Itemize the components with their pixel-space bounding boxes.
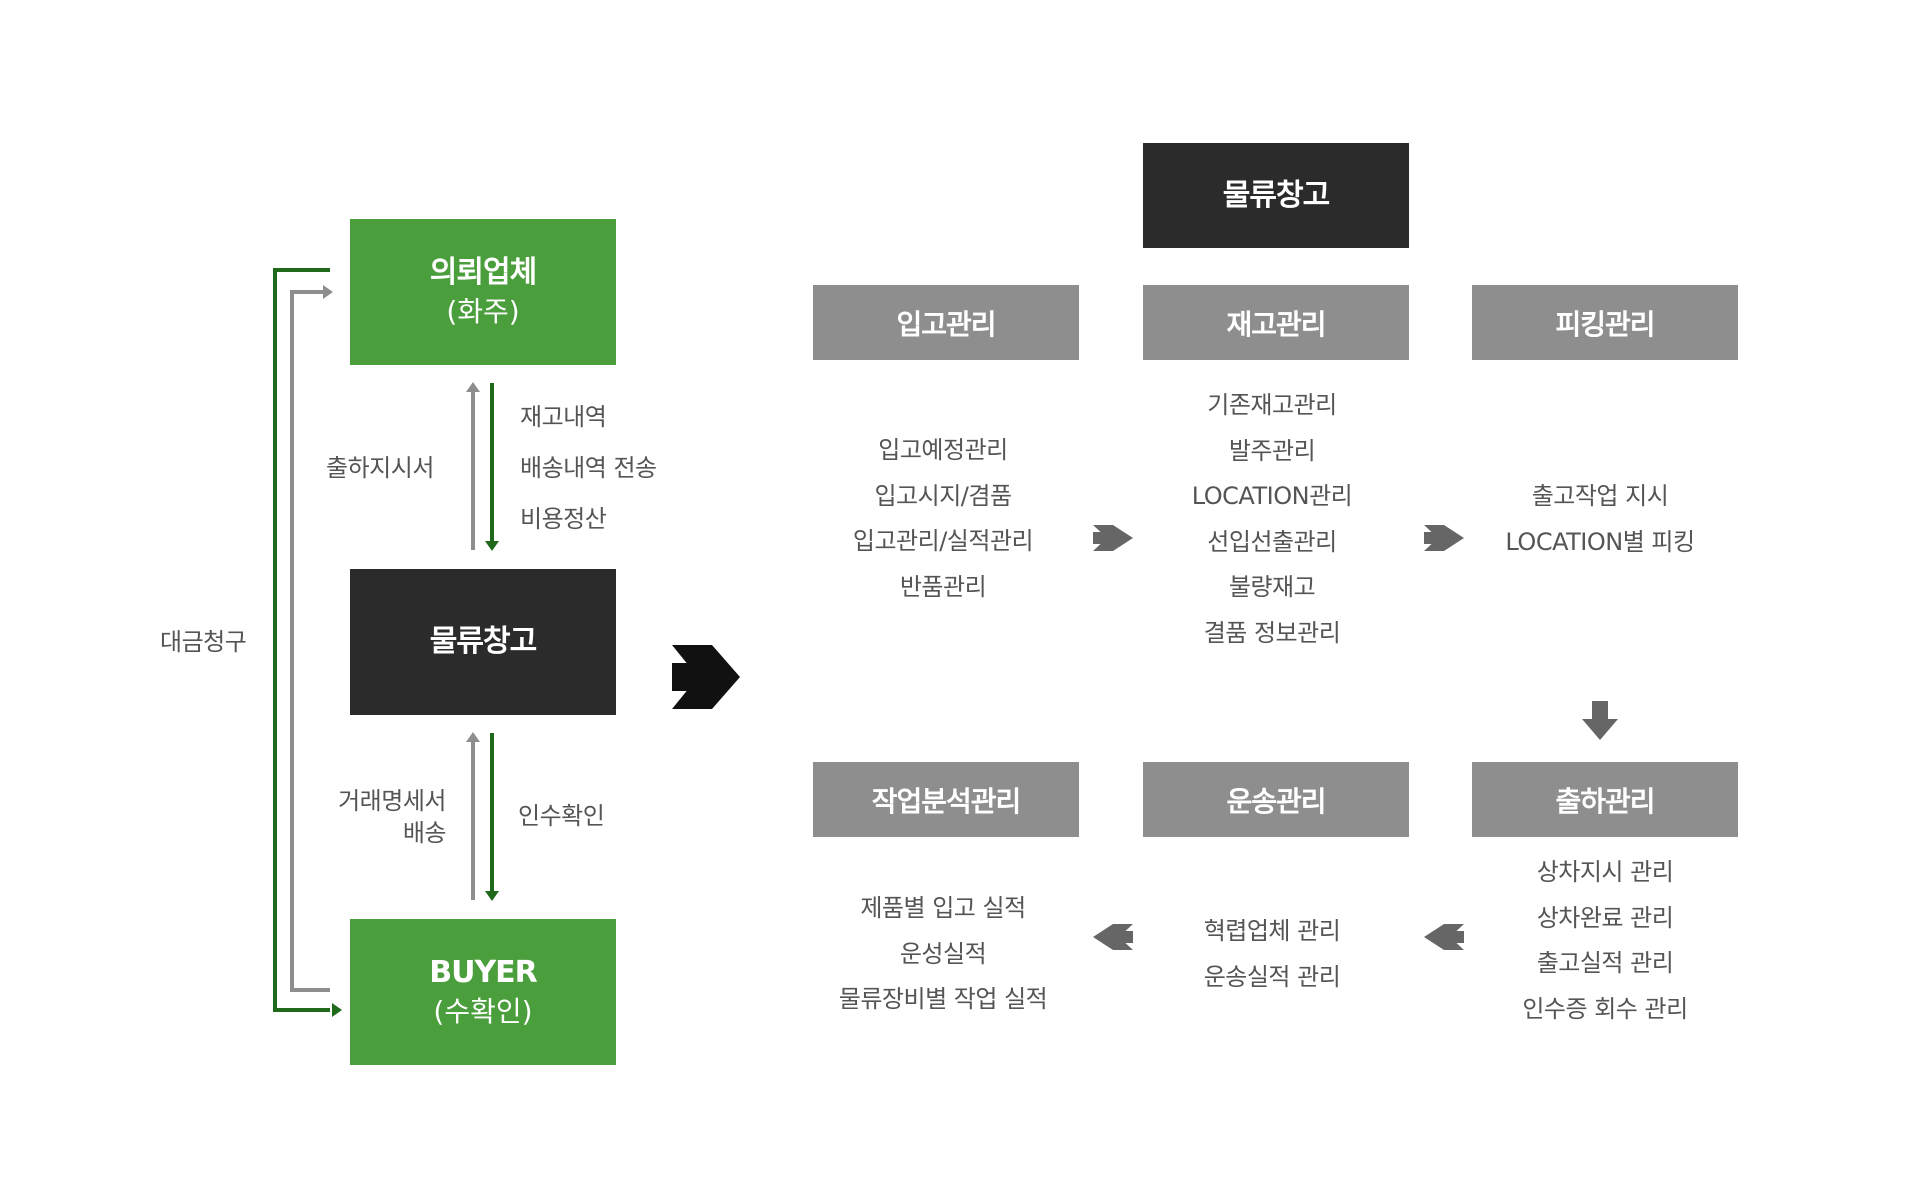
billing-arrowhead-client (323, 285, 333, 299)
list-item: 결품 정보관리 (1203, 618, 1341, 647)
arrow-down-green-2 (485, 891, 499, 901)
transport-items: 혁렵업체 관리 운송실적 관리 (1122, 909, 1422, 1000)
arrow-up-gray-1 (466, 382, 480, 392)
inbound-items: 입고예정관리 입고시지/겸품 입고관리/실적관리 반품관리 (793, 428, 1093, 610)
list-item: 상차완료 관리 (1536, 903, 1674, 932)
module-header-picking: 피킹관리 (1472, 285, 1738, 360)
invoice-line-1: 거래명세서 (338, 787, 446, 815)
list-item: 발주관리 (1228, 436, 1316, 465)
list-item: 선입선출관리 (1207, 527, 1337, 556)
list-item: LOCATION별 피킹 (1505, 527, 1695, 556)
billing-loop-green (273, 268, 330, 1012)
list-item: 상차지시 관리 (1536, 858, 1674, 886)
list-item: 물류장비별 작업 실적 (838, 985, 1048, 1013)
list-item: 입고예정관리 (878, 436, 1008, 464)
invoice-label: 거래명세서 배송 (300, 785, 446, 849)
list-item: LOCATION관리 (1191, 482, 1353, 510)
report-item-cost: 비용정산 (520, 505, 607, 533)
list-item: 입고시지/겸품 (874, 481, 1012, 510)
big-right-arrow-icon (672, 645, 740, 709)
arrow-down-green-1 (485, 541, 499, 551)
warehouse-title: 물류창고 (1222, 177, 1330, 213)
list-item: 기존재고관리 (1207, 391, 1337, 419)
list-item: 인수증 회수 관리 (1522, 994, 1688, 1023)
arrow-left-icon-2 (1093, 924, 1133, 950)
receipt-label: 인수확인 (518, 802, 605, 830)
billing-label: 대금청구 (160, 628, 247, 656)
billing-arrowhead-buyer (332, 1003, 342, 1017)
module-header-analysis: 작업분석관리 (813, 762, 1079, 837)
invoice-line-2: 배송 (402, 819, 447, 847)
arrow-down-icon (1582, 701, 1618, 740)
module-header-shipping: 출하관리 (1472, 762, 1738, 837)
buyer-name: BUYER (429, 955, 538, 990)
report-item-inventory: 재고내역 (520, 403, 607, 431)
list-item: 입고관리/실적관리 (852, 527, 1034, 555)
buyer-box: BUYER (수확인) (350, 919, 616, 1065)
list-item: 출고작업 지시 (1531, 482, 1669, 510)
arrow-up-gray-2 (466, 732, 480, 742)
list-item: 혁렵업체 관리 (1203, 917, 1341, 945)
module-header-inbound: 입고관리 (813, 285, 1079, 360)
client-box: 의뢰업체 (화주) (350, 219, 616, 365)
list-item: 운송실적 관리 (1203, 962, 1341, 991)
module-header-inventory: 재고관리 (1143, 285, 1409, 360)
arrow-left-icon-1 (1424, 924, 1464, 950)
billing-loop-gray (290, 290, 330, 992)
list-item: 출고실적 관리 (1536, 949, 1674, 977)
arrow-right-icon-1 (1093, 525, 1133, 551)
arrow-right-icon-2 (1424, 525, 1464, 551)
client-name: 의뢰업체 (429, 255, 537, 290)
list-item: 운성실적 (899, 939, 987, 968)
report-list: 재고내역 배송내역 전송 비용정산 (520, 401, 657, 554)
report-item-delivery: 배송내역 전송 (520, 454, 657, 482)
picking-items: 출고작업 지시 LOCATION별 피킹 (1450, 474, 1750, 565)
inventory-items: 기존재고관리 발주관리 LOCATION관리 선입선출관리 불량재고 결품 정보… (1122, 383, 1422, 656)
module-header-transport: 운송관리 (1143, 762, 1409, 837)
warehouse-name: 물류창고 (429, 624, 537, 659)
list-item: 제품별 입고 실적 (860, 894, 1026, 922)
analysis-items: 제품별 입고 실적 운성실적 물류장비별 작업 실적 (793, 886, 1093, 1023)
warehouse-box: 물류창고 (350, 569, 616, 715)
shipping-items: 상차지시 관리 상차완료 관리 출고실적 관리 인수증 회수 관리 (1455, 850, 1755, 1032)
shipping-instruction-label: 출하지시서 (326, 454, 434, 482)
warehouse-title-box: 물류창고 (1143, 143, 1409, 248)
client-subtitle: (화주) (446, 295, 520, 328)
list-item: 불량재고 (1228, 573, 1316, 601)
buyer-subtitle: (수확인) (433, 995, 533, 1028)
list-item: 반품관리 (899, 572, 987, 601)
